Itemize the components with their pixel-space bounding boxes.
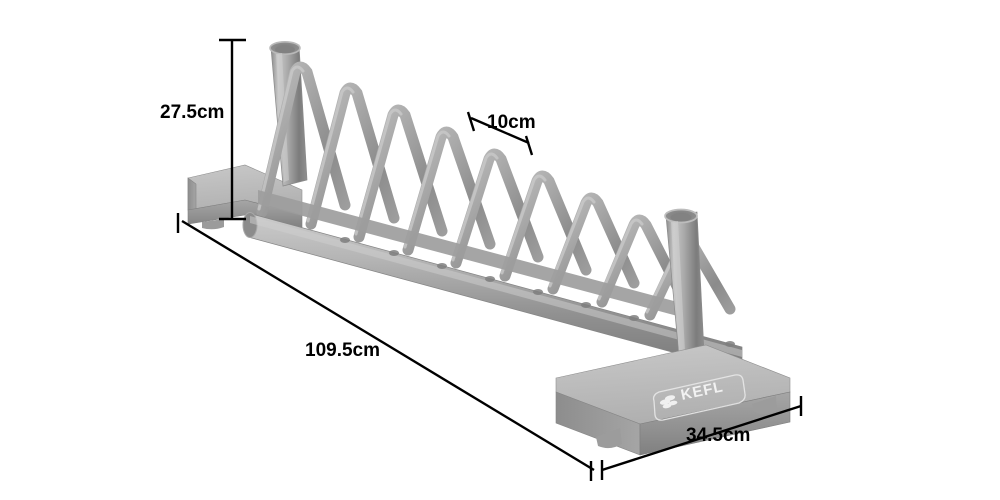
upper-spine-rail [258,190,700,322]
dimension-height-label: 27.5cm [160,102,224,123]
dimension-depth: 34.5cm [600,396,803,480]
right-barbell-post [664,208,706,379]
front-lower-rail [242,212,743,372]
left-rear-foot [202,219,224,230]
dimension-spacing-label: 10cm [487,112,536,133]
dimension-length-label: 109.5cm [305,340,380,361]
right-base-foot-left [596,428,622,449]
dimension-depth-label: 34.5cm [686,425,750,446]
arch-foot-joints [340,237,735,347]
kefl-monogram-icon [659,395,678,409]
right-base-block: KEFL [555,344,791,456]
right-base-foot-right [752,396,777,415]
dimension-height: 27.5cm [160,38,246,221]
arch-highlights [257,65,692,314]
weight-plate-rack: KEFL [187,40,791,456]
dimension-length: 109.5cm [176,213,595,481]
dimension-spacing: 10cm [466,111,536,156]
